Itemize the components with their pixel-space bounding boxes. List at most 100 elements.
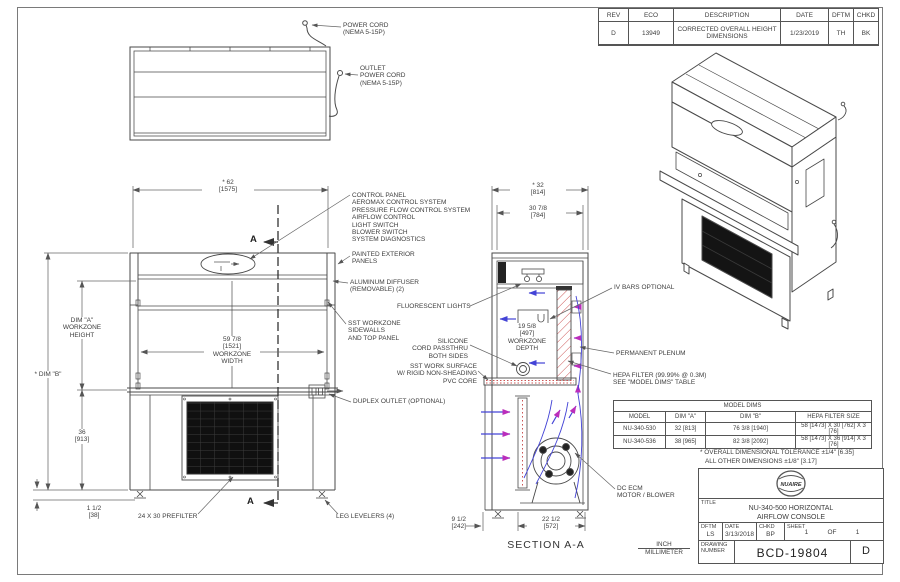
overhang-dim: 9 1/2 [242] — [451, 516, 466, 531]
front-view-drawing — [127, 205, 344, 507]
logo-row: NUAIRE — [699, 469, 883, 499]
drawing-number: BCD-19804 — [756, 546, 829, 560]
model-row-530: NU-340-530 32 [813] 76 3/8 [1940] 58 [14… — [613, 422, 873, 436]
model-row-536: NU-340-536 38 [965] 82 3/8 [2092] 58 [14… — [613, 435, 873, 449]
base-depth-dim: 22 1/2 [572] — [527, 516, 575, 531]
model-536-dim-b: 82 3/8 [2092] — [705, 435, 796, 449]
dftm-value: TH — [828, 21, 854, 46]
control-panel-oval — [200, 253, 256, 275]
date-col-header: DATE — [780, 8, 829, 22]
hepa-size-col-header: HEPA FILTER SIZE — [794, 411, 873, 423]
sheet-cell: SHEET 1 OF 1 — [785, 523, 879, 540]
sheet-of-label: OF — [827, 529, 837, 536]
date-value: 3/13/2018 — [725, 531, 754, 538]
aluminum-diffuser-callout: ALUMINUM DIFFUSER (REMOVABLE) (2) — [350, 279, 419, 294]
dim-b-label: * DIM "B" — [27, 371, 69, 379]
sst-workzone-callout: SST WORKZONE SIDEWALLS AND TOP PANEL — [348, 320, 401, 342]
model-dims-title: MODEL DIMS — [612, 400, 873, 412]
duplex-outlet-callout: DUPLEX OUTLET (OPTIONAL) — [353, 398, 446, 405]
eco-col-header: ECO — [628, 8, 674, 22]
power-cord-icon — [302, 20, 327, 47]
chkd-value: BK — [853, 21, 879, 46]
drawing-title: NU-340-500 HORIZONTAL AIRFLOW CONSOLE — [748, 505, 834, 521]
dftm-value: LS — [706, 531, 715, 538]
sheet-total: 1 — [855, 529, 860, 536]
prefilter-grille — [186, 401, 274, 475]
chkd-value: BP — [766, 531, 775, 538]
revision-table: REV ECO DESCRIPTION DATE DFTM CHKD D 139… — [598, 8, 879, 46]
hepa-filter — [556, 286, 572, 381]
eco-value: 13949 — [628, 21, 674, 46]
outlet-power-cord-label: OUTLET POWER CORD (NEMA 5-15P) — [360, 65, 406, 87]
section-leg-levelers — [492, 510, 586, 519]
model-536-hepa: 58 [1473] X 36 [914] X 3 [76] — [794, 435, 873, 449]
overall-width-dim: * 62 [1575] — [202, 179, 254, 194]
date-value: 1/23/2019 — [780, 21, 829, 46]
signoff-row: DFTM LS DATE 3/13/2018 CHKD BP SHEET 1 O… — [699, 523, 883, 541]
leg-leveler-icons — [134, 490, 328, 499]
chkd-col-header: CHKD — [853, 8, 879, 22]
model-536: NU-340-536 — [613, 435, 666, 449]
units-inch: INCH — [638, 541, 690, 549]
units-indicator: INCH MILLIMETER — [638, 541, 690, 556]
front-view-dimensions — [33, 186, 329, 511]
silicone-passthru-callout: SILICONE CORD PASSTHRU BOTH SIDES — [412, 338, 468, 360]
iso-nuaire-oval — [711, 120, 743, 136]
drawing-number-cell: BCD-19804 — [735, 541, 851, 563]
motor-blower-callout: DC ECM MOTOR / BLOWER — [617, 485, 675, 500]
model-530-dim-b: 76 3/8 [1940] — [705, 422, 796, 436]
model-dims-title-row: MODEL DIMS — [612, 400, 873, 412]
duplex-outlet-icon — [308, 384, 344, 399]
title-block: NUAIRE TITLE NU-340-500 HORIZONTAL AIRFL… — [698, 468, 884, 564]
dim-b-col-header: DIM "B" — [705, 411, 796, 423]
permanent-plenum-callout: PERMANENT PLENUM — [616, 350, 686, 357]
fluorescent-light-icon — [521, 268, 545, 282]
title-row: TITLE NU-340-500 HORIZONTAL AIRFLOW CONS… — [699, 499, 883, 523]
dftm-cell: DFTM LS — [699, 523, 723, 540]
section-work-surface — [483, 377, 577, 386]
painted-panels-callout: PAINTED EXTERIOR PANELS — [352, 251, 415, 266]
chkd-cell: CHKD BP — [757, 523, 785, 540]
section-view-drawing — [483, 252, 589, 519]
leg-levelers-callout: LEG LEVELERS (4) — [336, 513, 395, 520]
sheet-border — [17, 7, 883, 575]
sheet-number: 1 — [804, 529, 809, 536]
dftm-col-header: DFTM — [828, 8, 854, 22]
svg-text:NUAIRE: NUAIRE — [780, 482, 801, 488]
blower-icon — [520, 437, 585, 504]
drawing-number-row: DRAWING NUMBER BCD-19804 D — [699, 541, 883, 563]
leveler-height-dim: 1 1/2 [38] — [86, 505, 102, 520]
front-view-leaders — [197, 194, 352, 515]
description-col-header: DESCRIPTION — [673, 8, 781, 22]
date-cell: DATE 3/13/2018 — [723, 523, 757, 540]
sheet-label: SHEET — [787, 524, 806, 530]
outlet-power-cord-icon — [328, 70, 343, 117]
rev-letter-cell: D — [851, 541, 881, 563]
title-label: TITLE — [701, 500, 716, 506]
dftm-label: DFTM — [701, 524, 717, 530]
drawing-number-label-cell: DRAWING NUMBER — [699, 541, 735, 563]
units-millimeter: MILLIMETER — [645, 549, 683, 556]
workzone-width-dim: 59 7/8 [1521] WORKZONE WIDTH — [204, 336, 260, 366]
work-surface-callout: SST WORK SURFACE W/ RIGID NON-SHEADING P… — [396, 363, 477, 385]
workzone-depth-dim: 19 5/8 [497] WORKZONE DEPTH — [499, 323, 555, 353]
model-536-dim-a: 38 [965] — [665, 435, 706, 449]
section-title: SECTION A-A — [507, 539, 585, 551]
section-marker-a-bottom: A — [247, 496, 254, 507]
rev-letter: D — [862, 545, 870, 557]
dim-a-label: DIM "A" WORKZONE HEIGHT — [57, 317, 107, 340]
control-panel-callout: CONTROL PANEL AEROMAX CONTROL SYSTEM PRE… — [352, 192, 471, 244]
model-dims-header-row: MODEL DIM "A" DIM "B" HEPA FILTER SIZE — [613, 411, 873, 423]
model-530-dim-a: 32 [813] — [665, 422, 706, 436]
date-label: DATE — [725, 524, 740, 530]
dim-a-col-header: DIM "A" — [665, 411, 706, 423]
model-col-header: MODEL — [613, 411, 666, 423]
model-dims-table: MODEL DIMS MODEL DIM "A" DIM "B" HEPA FI… — [612, 400, 873, 449]
base-height-dim: 36 [913] — [62, 429, 102, 444]
rev-col-header: REV — [598, 8, 629, 22]
section-view-leaders — [469, 283, 616, 490]
section-prefilter — [515, 395, 530, 491]
hepa-filter-callout: HEPA FILTER (99.99% @ 0.3M) SEE "MODEL D… — [613, 372, 707, 387]
